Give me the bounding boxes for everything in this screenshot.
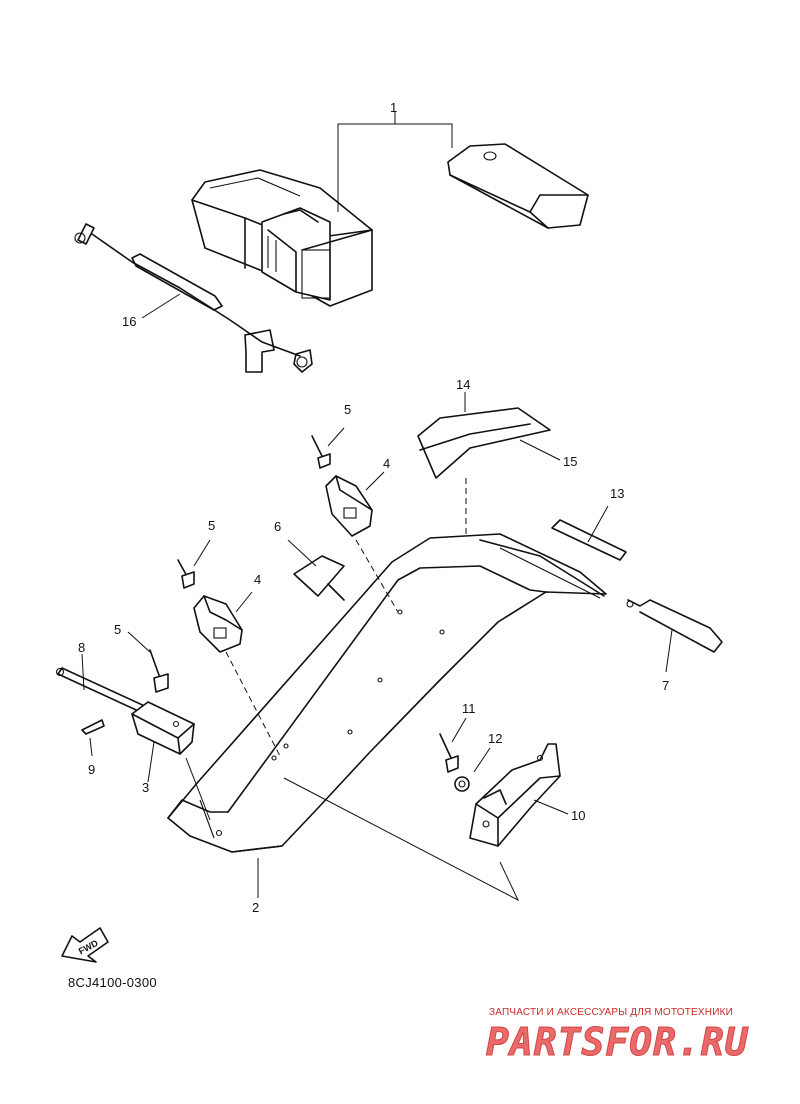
mounting-bracket	[131, 701, 195, 755]
screw-grab	[439, 733, 459, 773]
rear-fender	[167, 533, 607, 853]
callout-12: 12	[488, 731, 502, 746]
screw-bracket	[149, 649, 169, 693]
fender-label	[417, 407, 551, 479]
callout-3: 3	[142, 780, 149, 795]
cotter-pin	[81, 719, 105, 735]
callout-8: 8	[78, 640, 85, 655]
callout-4-lower: 4	[254, 572, 261, 587]
seat-cable	[74, 223, 313, 373]
callout-14: 14	[456, 377, 470, 392]
fwd-arrow-icon: FWD	[61, 927, 109, 963]
helmet-wire	[626, 599, 723, 653]
watermark-logo: PARTSFOR.RU	[486, 1020, 749, 1065]
callout-7: 7	[662, 678, 669, 693]
screw-upper	[311, 435, 331, 469]
callout-4-upper: 4	[383, 456, 390, 471]
grab-bracket	[469, 743, 561, 847]
bracket-upper	[325, 475, 373, 537]
callout-2: 2	[252, 900, 259, 915]
callout-5-middle: 5	[208, 518, 215, 533]
callout-5-upper: 5	[344, 402, 351, 417]
callout-16: 16	[122, 314, 136, 329]
tool-roll	[191, 169, 373, 307]
callout-13: 13	[610, 486, 624, 501]
callout-1: 1	[390, 100, 397, 115]
bracket-lower	[193, 595, 243, 653]
callout-11: 11	[462, 701, 476, 716]
callout-5-lower: 5	[114, 622, 121, 637]
document-code: 8CJ4100-0300	[68, 975, 157, 990]
screw-lower	[177, 559, 195, 589]
tool-pouch	[447, 143, 589, 229]
callout-9: 9	[88, 762, 95, 777]
collar-nut	[454, 776, 470, 792]
callout-15: 15	[563, 454, 577, 469]
callout-6: 6	[274, 519, 281, 534]
callout-10: 10	[571, 808, 585, 823]
watermark-tagline: ЗАПЧАСТИ И АКСЕССУАРЫ ДЛЯ МОТОТЕХНИКИ	[489, 1007, 734, 1018]
callout-numbers: 1 16 14 15 5 4 13 5 6 4 5 8 7 9 3 11 12 …	[78, 100, 669, 915]
caution-label	[293, 555, 345, 601]
